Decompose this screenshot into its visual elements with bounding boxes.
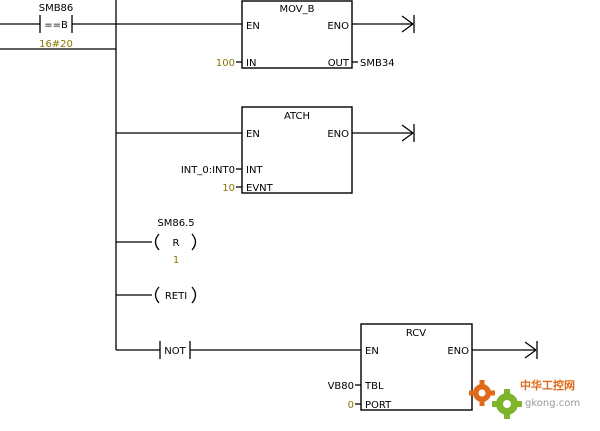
- atch-int-value[interactable]: INT_0:INT0: [181, 165, 235, 176]
- not-label: NOT: [164, 346, 186, 357]
- reti-coil[interactable]: RETI: [154, 286, 197, 304]
- atch-int-label: INT: [246, 165, 263, 176]
- mov-b-eno-arrow-icon: [401, 15, 415, 33]
- rcv-eno-arrow-icon: [524, 341, 538, 359]
- reti-coil-symbol: RETI: [165, 291, 187, 302]
- atch-eno: ENO: [327, 129, 349, 140]
- orange-gear-icon: [469, 380, 495, 406]
- mov-b-en: EN: [246, 21, 260, 32]
- mov-b-out-label: OUT: [328, 58, 350, 69]
- watermark-en-text: gkong.com: [525, 398, 580, 409]
- reti-coil-right-arc: [191, 286, 197, 304]
- atch-box: [241, 106, 353, 194]
- mov-b-box: [241, 0, 353, 69]
- compare-contact[interactable]: SMB86 ==B 16#20: [0, 3, 73, 50]
- rcv-box: [360, 323, 473, 411]
- rcv-tbl-value[interactable]: VB80: [328, 381, 354, 392]
- atch-en: EN: [246, 129, 260, 140]
- reset-coil-count: 1: [173, 255, 179, 266]
- atch-title: ATCH: [284, 111, 310, 122]
- mov-b-out-value[interactable]: SMB34: [360, 58, 395, 69]
- compare-operator: ==B: [44, 20, 68, 31]
- atch-eno-arrow-icon: [401, 124, 415, 142]
- reset-coil-right-arc: [191, 233, 197, 251]
- compare-constant: 16#20: [39, 39, 73, 50]
- rcv-eno: ENO: [447, 346, 469, 357]
- atch-block[interactable]: ATCH EN ENO INT EVNT INT_0:INT0 10: [181, 106, 353, 194]
- mov-b-in-label: IN: [246, 58, 256, 69]
- reset-coil[interactable]: SM86.5 R 1: [154, 218, 197, 266]
- rcv-port-label: PORT: [365, 400, 392, 411]
- rcv-port-value[interactable]: 0: [348, 400, 354, 411]
- compare-operand: SMB86: [39, 3, 74, 14]
- reti-coil-left-arc: [154, 286, 160, 304]
- reset-coil-symbol: R: [173, 238, 180, 249]
- reset-coil-address: SM86.5: [157, 218, 194, 229]
- watermark-cn-text: 中华工控网: [520, 378, 575, 392]
- rcv-block[interactable]: RCV EN ENO TBL PORT VB80 0: [328, 323, 473, 411]
- mov-b-title: MOV_B: [279, 4, 314, 15]
- mov-b-block[interactable]: MOV_B EN ENO IN OUT 100 SMB34: [216, 0, 395, 69]
- mov-b-in-value[interactable]: 100: [216, 58, 235, 69]
- mov-b-eno: ENO: [327, 21, 349, 32]
- reset-coil-left-arc: [154, 233, 160, 251]
- rcv-title: RCV: [406, 328, 426, 339]
- atch-evnt-value[interactable]: 10: [222, 183, 235, 194]
- watermark-logo: 中华工控网 gkong.com: [469, 378, 580, 419]
- atch-evnt-label: EVNT: [246, 183, 274, 194]
- rcv-tbl-label: TBL: [364, 381, 384, 392]
- rcv-en: EN: [365, 346, 379, 357]
- not-contact[interactable]: NOT: [159, 341, 191, 359]
- green-gear-icon: [492, 389, 522, 419]
